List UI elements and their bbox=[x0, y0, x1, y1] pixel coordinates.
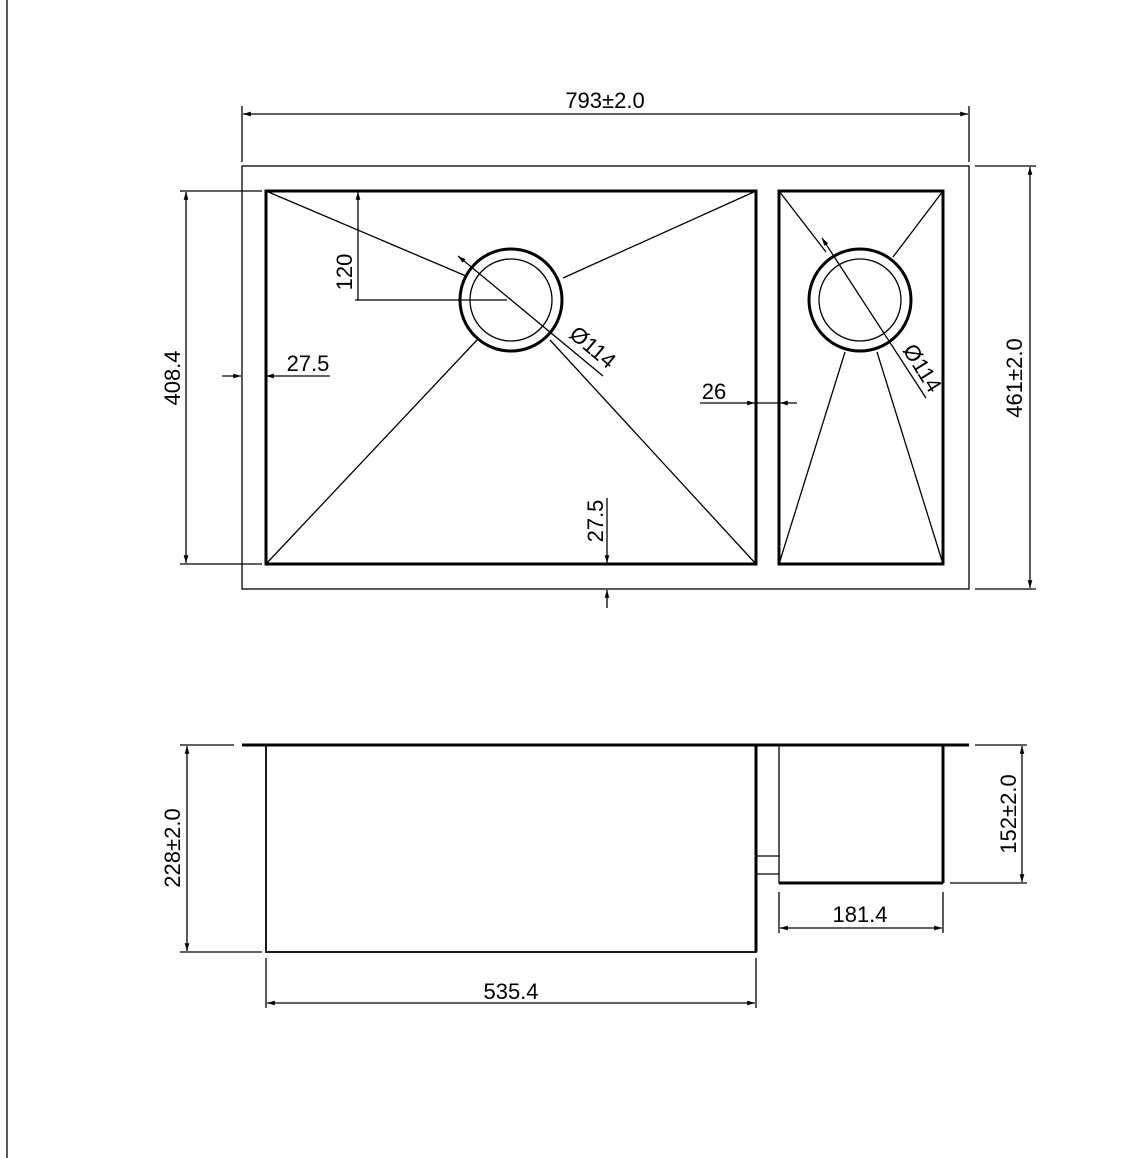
small-drain-outer bbox=[807, 247, 913, 353]
sink-outline bbox=[241, 165, 970, 590]
main-bowl-height-label: 228±2.0 bbox=[160, 808, 185, 887]
main-bowl-depth-label: 408.4 bbox=[160, 350, 185, 405]
dimension-main-bowl-height bbox=[180, 744, 262, 953]
drain-offset-label: 120 bbox=[332, 254, 357, 291]
small-drain-diameter-label: Ø114 bbox=[898, 339, 947, 397]
left-margin-label: 27.5 bbox=[287, 351, 330, 376]
small-bowl-slope-lines bbox=[778, 190, 944, 565]
small-bowl-width-label: 181.4 bbox=[832, 902, 887, 927]
main-drain-leader bbox=[457, 255, 604, 377]
dimension-overall-width bbox=[241, 106, 970, 162]
main-bowl bbox=[264, 189, 758, 566]
divider-width-label: 26 bbox=[702, 379, 726, 404]
main-bowl-profile bbox=[265, 744, 757, 953]
top-view: 793±2.0 461±2.0 408.4 27.5 120 bbox=[160, 88, 1036, 608]
small-bowl-height-label: 152±2.0 bbox=[996, 774, 1021, 853]
dimension-overall-depth bbox=[975, 165, 1036, 590]
dimension-main-bowl-depth bbox=[180, 190, 262, 565]
dimension-main-bowl-width bbox=[265, 958, 757, 1008]
small-drain-inner bbox=[818, 258, 902, 342]
bowl-connector bbox=[756, 855, 779, 875]
bottom-margin-label: 27.5 bbox=[583, 500, 608, 543]
small-drain-leader bbox=[821, 237, 927, 399]
dimension-drain-offset bbox=[355, 192, 507, 301]
small-bowl bbox=[777, 189, 945, 566]
dimension-small-bowl-height bbox=[950, 744, 1027, 884]
main-bowl-width-label: 535.4 bbox=[483, 979, 538, 1004]
overall-width-label: 793±2.0 bbox=[565, 88, 644, 113]
main-bowl-slope-lines bbox=[265, 190, 757, 565]
dimension-small-bowl-width bbox=[778, 892, 944, 933]
small-bowl-profile bbox=[778, 744, 944, 884]
front-view: 228±2.0 152±2.0 181.4 535.4 bbox=[160, 743, 1027, 1008]
overall-depth-label: 461±2.0 bbox=[1002, 338, 1027, 417]
